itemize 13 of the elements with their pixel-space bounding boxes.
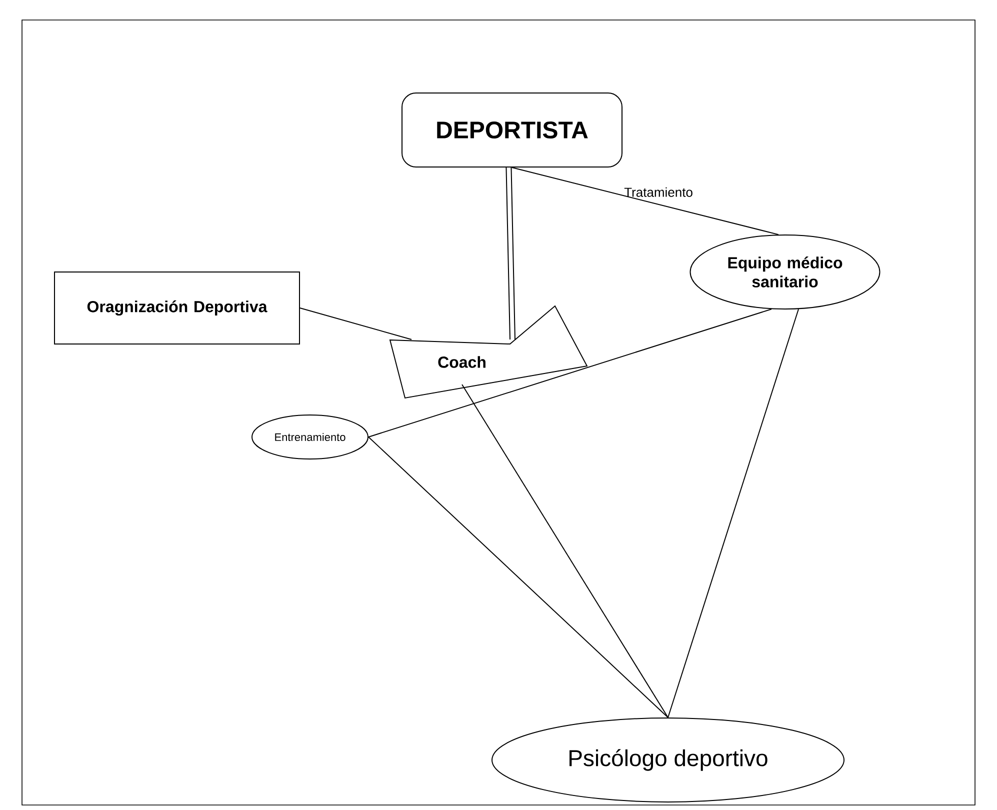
ellipse-node: Equipo médico sanitario	[690, 234, 880, 310]
ellipse-node: Entrenamiento	[252, 414, 368, 460]
organization-box: Oragnización Deportiva	[54, 271, 300, 344]
rounded-box: DEPORTISTA	[402, 92, 622, 168]
connector-line	[300, 307, 412, 340]
connector-line	[506, 167, 516, 340]
connector-line	[368, 308, 772, 438]
connector-line	[512, 166, 779, 236]
connector-line	[368, 436, 668, 718]
connector-line	[668, 308, 799, 718]
ellipse-node: Psicólogo deportivo	[492, 717, 844, 802]
edge-label: Tratamiento	[624, 187, 692, 197]
connector-line	[462, 384, 668, 718]
